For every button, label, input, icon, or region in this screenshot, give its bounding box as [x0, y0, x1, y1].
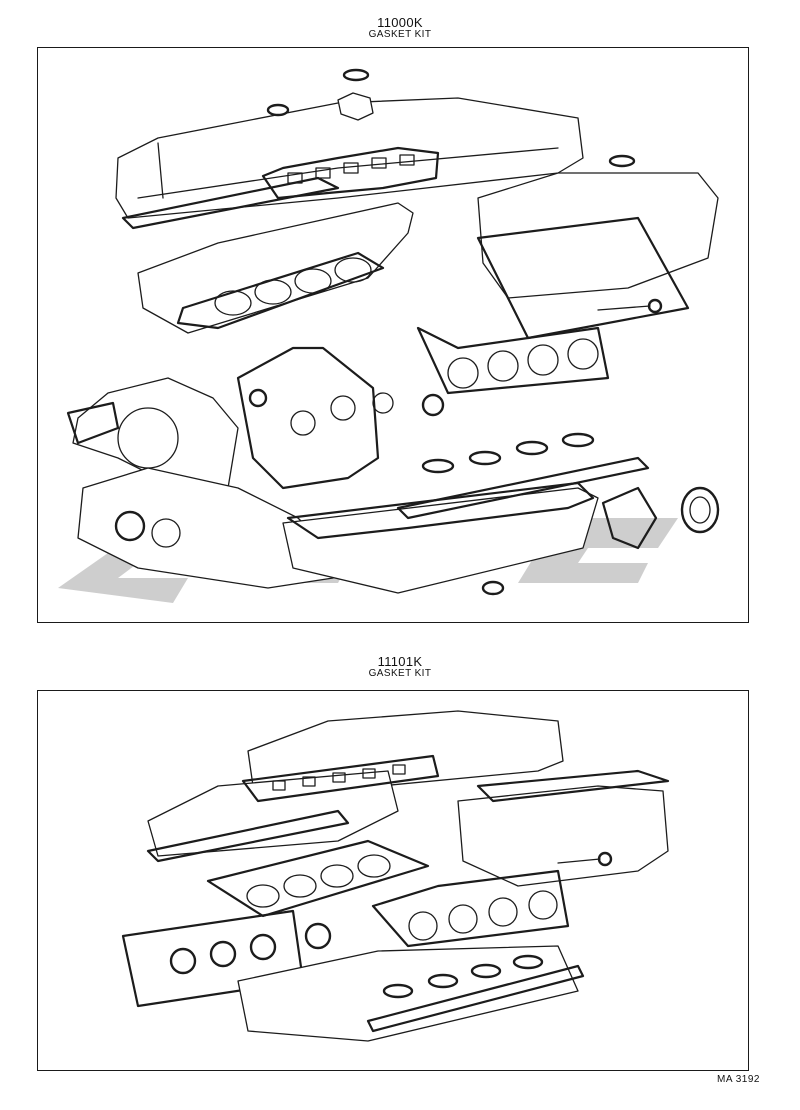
- port-seals: [366, 954, 585, 1033]
- valve-covers: [147, 710, 669, 887]
- head-gasket-left: [137, 202, 414, 334]
- kit-2-exploded-engine-diagram: [121, 710, 670, 1042]
- kit-1-diagram-frame: [37, 47, 749, 623]
- kit-1-name: GASKET KIT: [368, 28, 432, 40]
- seal-ring: [342, 68, 370, 82]
- reference-code: MA 3192: [717, 1074, 760, 1085]
- seal-ring: [266, 103, 290, 117]
- head-gasket-right: [416, 326, 610, 395]
- thermostat-gasket: [337, 92, 374, 121]
- rear-oil-seal: [601, 486, 720, 550]
- head-gasket-left: [206, 839, 430, 918]
- head-gasket-right: [371, 851, 613, 948]
- intake-gasket-row: [121, 146, 440, 230]
- kit-1-code: 11000K: [377, 15, 423, 30]
- front-cover-gasket: [236, 346, 445, 490]
- seal-ring: [608, 154, 636, 168]
- port-seals: [396, 432, 650, 520]
- port-gasket-strip: [121, 909, 332, 1008]
- intake-gasket-row: [146, 754, 670, 863]
- kit-1-exploded-engine-diagram: [58, 68, 720, 603]
- kit-2-diagram-frame: [37, 690, 749, 1071]
- valve-cover-right: [476, 172, 719, 340]
- kit-2-name: GASKET KIT: [368, 667, 432, 679]
- timing-cover: [66, 377, 239, 499]
- kit-1-title: 11000K GASKET KIT: [300, 16, 500, 40]
- kit-2-code: 11101K: [377, 654, 423, 669]
- kit-2-title: 11101K GASKET KIT: [300, 655, 500, 679]
